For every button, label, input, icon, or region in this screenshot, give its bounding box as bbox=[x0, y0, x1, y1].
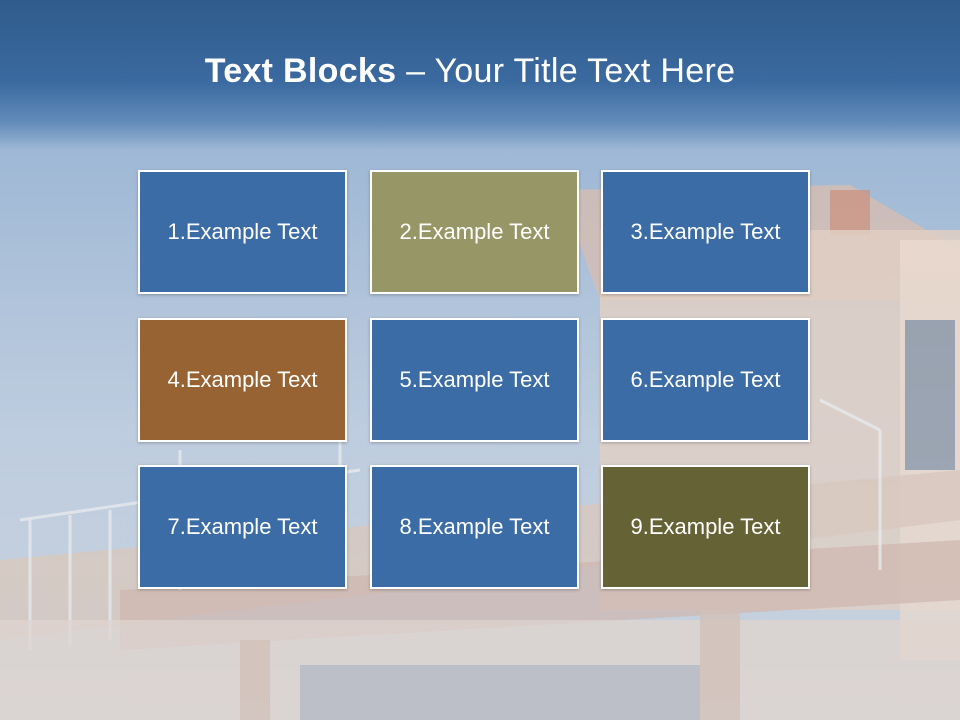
text-block-7[interactable]: 7.Example Text bbox=[138, 465, 347, 589]
text-block-8[interactable]: 8.Example Text bbox=[370, 465, 579, 589]
text-block-3[interactable]: 3.Example Text bbox=[601, 170, 810, 294]
title-band bbox=[0, 0, 960, 150]
title-bold: Text Blocks bbox=[204, 52, 397, 90]
text-block-1[interactable]: 1.Example Text bbox=[138, 170, 347, 294]
text-block-6[interactable]: 6.Example Text bbox=[601, 318, 810, 442]
text-block-5[interactable]: 5.Example Text bbox=[370, 318, 579, 442]
title-dash: – bbox=[396, 52, 435, 90]
text-block-9[interactable]: 9.Example Text bbox=[601, 465, 810, 589]
text-block-2[interactable]: 2.Example Text bbox=[370, 170, 579, 294]
text-block-4[interactable]: 4.Example Text bbox=[138, 318, 347, 442]
title-rest: Your Title Text Here bbox=[434, 52, 736, 90]
slide-title[interactable]: Text Blocks – Your Title Text Here bbox=[0, 52, 940, 91]
